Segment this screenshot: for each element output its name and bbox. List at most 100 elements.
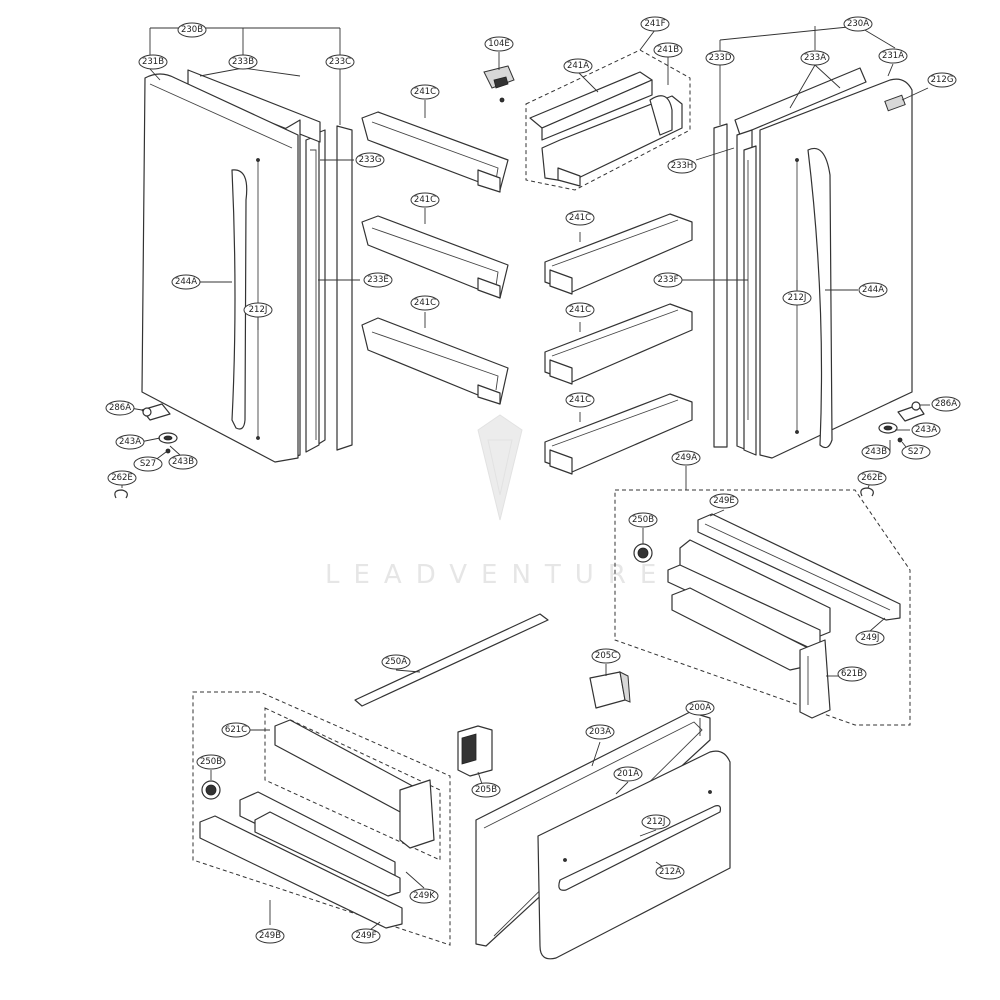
callout-bubble	[243, 302, 273, 318]
callout-212g: 212G	[927, 72, 957, 88]
callout-205c: 205C	[591, 648, 621, 664]
callout-bubble	[484, 36, 514, 52]
callout-bubble	[858, 282, 888, 298]
callout-bubble	[927, 72, 957, 88]
callout-241c: 241C	[565, 210, 595, 226]
callout-label: 233B	[232, 57, 254, 67]
callout-212j: 212J	[641, 814, 671, 830]
callout-label: 243A	[915, 425, 937, 435]
callout-label: 104E	[488, 39, 510, 49]
callout-233e: 233E	[363, 272, 393, 288]
callout-bubble	[585, 724, 615, 740]
callout-212j: 212J	[243, 302, 273, 318]
callout-label: 241C	[569, 213, 591, 223]
callout-label: 241C	[414, 195, 436, 205]
callout-bubble	[255, 928, 285, 944]
callout-bubble	[685, 700, 715, 716]
callout-label: 233D	[709, 53, 732, 63]
callout-241c: 241C	[410, 84, 440, 100]
callout-203a: 203A	[585, 724, 615, 740]
callout-label: 231B	[142, 57, 164, 67]
callout-bubble	[843, 16, 873, 32]
callout-bubble	[911, 422, 941, 438]
callout-bubble	[640, 16, 670, 32]
callout-label: 243B	[172, 457, 194, 467]
callout-bubble	[355, 152, 385, 168]
callout-bubble	[105, 400, 135, 416]
callout-bubble	[138, 54, 168, 70]
watermark-text: LEADVENTURE	[325, 560, 670, 590]
callout-bubble	[931, 396, 961, 412]
callout-label: 249J	[861, 633, 880, 643]
callout-label: 286A	[935, 399, 957, 409]
callout-104e: 104E	[484, 36, 514, 52]
callout-243b: 243B	[168, 454, 198, 470]
callout-bubble	[628, 512, 658, 528]
callout-bubble	[667, 158, 697, 174]
callout-249k: 249K	[409, 888, 439, 904]
callout-label: 250B	[200, 757, 222, 767]
group-241f	[525, 49, 691, 191]
callout-label: 200A	[689, 703, 711, 713]
callout-bubble	[855, 630, 885, 646]
callout-231a: 231A	[878, 48, 908, 64]
callout-label: 231A	[882, 51, 904, 61]
callout-bubble	[171, 274, 201, 290]
callout-label: 212A	[659, 867, 681, 877]
callout-bubble	[709, 493, 739, 509]
right-door	[713, 67, 913, 459]
callout-262e: 262E	[107, 470, 137, 486]
watermark: LEADVENTURE	[325, 414, 670, 590]
callout-241c: 241C	[565, 392, 595, 408]
callout-bubble	[671, 450, 701, 466]
callout-bubble	[563, 58, 593, 74]
callout-bubble	[410, 192, 440, 208]
callout-label: 621B	[841, 669, 863, 679]
callout-250b: 250B	[196, 754, 226, 770]
callout-label: 233E	[367, 275, 389, 285]
part-104e	[483, 65, 515, 103]
callout-label: 241C	[569, 305, 591, 315]
callout-bubble	[471, 782, 501, 798]
callout-label: S27	[908, 447, 924, 457]
callout-bubble	[409, 888, 439, 904]
callout-bubble	[325, 54, 355, 70]
callout-label: 241F	[644, 19, 665, 29]
callout-label: 212J	[647, 817, 666, 827]
callout-label: 262E	[861, 473, 883, 483]
callout-249f: 249F	[351, 928, 381, 944]
callout-label: 241C	[414, 87, 436, 97]
callout-233d: 233D	[705, 50, 735, 66]
callout-bubble	[565, 302, 595, 318]
callout-label: 233G	[359, 155, 382, 165]
callout-label: 241C	[569, 395, 591, 405]
callout-212j: 212J	[782, 290, 812, 306]
callout-label: 233F	[657, 275, 678, 285]
callout-262e: 262E	[857, 470, 887, 486]
callout-233g: 233G	[355, 152, 385, 168]
callout-label: 201A	[617, 769, 639, 779]
callout-label: 205B	[475, 785, 497, 795]
callout-201a: 201A	[613, 766, 643, 782]
callout-label: 241A	[567, 61, 589, 71]
callout-250a: 250A	[381, 654, 411, 670]
callout-bubble	[410, 295, 440, 311]
callout-230a: 230A	[843, 16, 873, 32]
group-249a	[614, 489, 911, 726]
callout-bubble	[115, 434, 145, 450]
callout-label: 249B	[259, 931, 281, 941]
callout-233f: 233F	[653, 272, 683, 288]
callout-label: 621C	[225, 725, 247, 735]
callout-bubble	[857, 470, 887, 486]
part-205b	[457, 725, 493, 777]
callout-label: 212G	[931, 75, 954, 85]
callout-bubble	[381, 654, 411, 670]
callout-241a: 241A	[563, 58, 593, 74]
callout-label: 250B	[632, 515, 654, 525]
callout-label: 243B	[865, 447, 887, 457]
callout-bubble	[221, 722, 251, 738]
callout-label: 286A	[109, 403, 131, 413]
callout-label: 249K	[413, 891, 435, 901]
callout-s27: S27	[133, 456, 163, 472]
